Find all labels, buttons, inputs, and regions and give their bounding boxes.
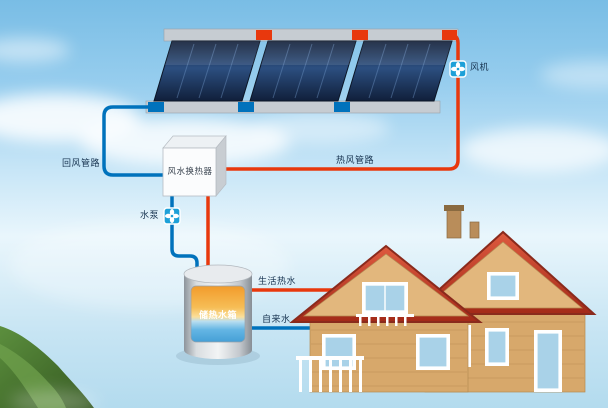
- water-pump-label: 水泵: [140, 210, 160, 220]
- tank-water-window: [190, 285, 246, 343]
- collector-bottom-manifold: [145, 100, 441, 114]
- return-air-pipe-label: 回风管路: [62, 158, 101, 168]
- collector-top-manifold: [163, 28, 459, 42]
- panel-sheen: [165, 41, 452, 65]
- domestic-hot-water-label: 生活热水: [258, 276, 297, 286]
- storage-tank: [176, 264, 260, 365]
- tap-water-label: 自来水: [262, 314, 291, 324]
- mountain: [0, 326, 100, 408]
- hot-air-pipe-label: 热风管路: [336, 155, 375, 165]
- porch-railing: [296, 356, 364, 392]
- fan-icon: [449, 60, 467, 78]
- solar-collector-array: [145, 28, 459, 114]
- pump-icon: [163, 207, 181, 225]
- panel-striations: [176, 43, 431, 99]
- storage-tank-label: 储热水箱: [198, 310, 237, 320]
- gable-balcony-rail: [356, 314, 414, 326]
- cold-manifold-segments: [148, 102, 350, 112]
- chimney: [444, 205, 480, 239]
- house-illustration: [289, 205, 597, 393]
- return-air-pipe: [102, 105, 164, 177]
- hot-air-pipe: [216, 33, 460, 171]
- heat-exchanger-box: [162, 135, 227, 197]
- collector-panels: [153, 40, 453, 102]
- cold-water-loop-pipe: [170, 196, 199, 280]
- fan-label: 风机: [470, 62, 490, 72]
- heat-exchanger-label: 风水换热器: [167, 166, 213, 176]
